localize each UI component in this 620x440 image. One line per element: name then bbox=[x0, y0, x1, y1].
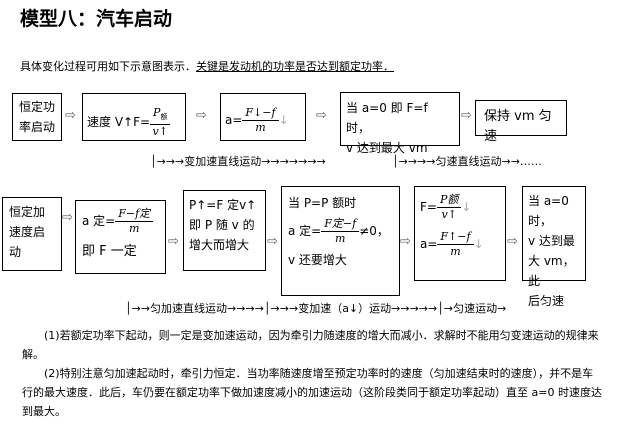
num: F定−f bbox=[321, 217, 360, 232]
arrow-icon: ⇨ bbox=[316, 108, 327, 123]
page-title: 模型八：汽车启动 bbox=[20, 8, 173, 30]
den: m bbox=[255, 121, 266, 134]
intro-text: 具体变化过程可用如下示意图表示．关键是发动机的功率是否达到额定功率． bbox=[20, 58, 394, 74]
arrow-icon: ⇨ bbox=[400, 234, 411, 249]
box-constant-power: 恒定功率启动 bbox=[12, 93, 62, 141]
arrow-icon: ⇨ bbox=[62, 210, 73, 225]
num: F↑−f bbox=[437, 230, 474, 245]
line: P↑=F 定v↑ bbox=[189, 198, 257, 212]
intro-key: 关键是发动机的功率是否达到额定功率． bbox=[196, 60, 394, 73]
arrow-icon: ⇨ bbox=[461, 108, 472, 123]
flow-variable-accel: │→→→变加速直线运动→→→→→→→ bbox=[150, 155, 326, 168]
num: P额 bbox=[436, 193, 462, 208]
label: a 定= bbox=[288, 224, 322, 238]
line: 即 P 随 v 的 bbox=[189, 218, 255, 232]
arrow-icon: ⇨ bbox=[507, 234, 518, 249]
line: v 达到最大 vm bbox=[346, 141, 428, 155]
down-arrow: ↓ bbox=[473, 237, 484, 251]
down-arrow: ↓ bbox=[461, 200, 472, 214]
label: 速度 V↑F= bbox=[87, 115, 151, 130]
arrow-icon: ⇨ bbox=[267, 234, 278, 249]
flow-uniform: │→→→→匀速直线运动→→…… bbox=[392, 155, 542, 168]
note-1: (1)若额定功率下起动，则一定是变加速运动，因为牵引力随速度的增大而减小．求解时… bbox=[22, 329, 599, 361]
box-uniform: 保持 vm 匀速 bbox=[475, 100, 567, 144]
arrow-icon: ⇨ bbox=[196, 108, 207, 123]
line: 即 F 一定 bbox=[82, 244, 137, 259]
arrow-icon: ⇨ bbox=[168, 234, 179, 249]
line: 后匀速 bbox=[528, 294, 565, 308]
den: m bbox=[128, 222, 140, 235]
label: a= bbox=[225, 113, 243, 127]
down-arrow: ↓ bbox=[278, 113, 289, 127]
label: ≠0， bbox=[359, 224, 389, 238]
line: 当 a=0 即 F=f 时， bbox=[346, 101, 428, 135]
den: v↑ bbox=[441, 208, 457, 221]
label: F= bbox=[420, 200, 437, 214]
num: F−f定 bbox=[115, 207, 154, 222]
flow-constant-accel: │→→匀加速直线运动→→→→│→→→变加速（a↓）运动→→→→→│→匀速运动→ bbox=[125, 302, 507, 315]
box-power-increase: P↑=F 定v↑ 即 P 随 v 的增大而增大 bbox=[183, 190, 266, 271]
box-max-speed: 当 a=0 即 F=f 时， v 达到最大 vm bbox=[340, 92, 460, 155]
label: a= bbox=[420, 237, 438, 251]
line: 当 a=0 时， bbox=[528, 194, 569, 228]
den: m bbox=[450, 245, 461, 258]
line: v 达到最 bbox=[528, 234, 575, 248]
box-final-uniform: 当 a=0 时， v 达到最大 vm，此后匀速 bbox=[522, 186, 586, 308]
arrow-icon: ⇨ bbox=[65, 108, 76, 123]
box-speed-force: 速度 V↑F=P额 v↑ bbox=[82, 93, 186, 141]
fraction: P额 v↑ bbox=[150, 106, 171, 139]
sub: 额 bbox=[160, 113, 168, 122]
box-constant-accel: 恒定加速度启动 bbox=[2, 197, 62, 271]
den: m bbox=[334, 232, 346, 245]
den: v↑ bbox=[152, 125, 168, 139]
line: 增大而增大 bbox=[189, 238, 250, 252]
label: a 定= bbox=[82, 214, 116, 228]
note-2: (2)特别注意匀加速起动时，牵引力恒定．当功率随速度增至预定功率时的速度（匀加速… bbox=[22, 367, 602, 418]
line: 当 P=P 额时 bbox=[288, 196, 357, 210]
line: 大 vm，此 bbox=[528, 254, 575, 288]
num: P bbox=[153, 106, 161, 119]
num: F↓−f bbox=[242, 106, 279, 121]
line: v 还要增大 bbox=[288, 253, 347, 267]
intro-lead: 具体变化过程可用如下示意图表示． bbox=[20, 60, 196, 73]
